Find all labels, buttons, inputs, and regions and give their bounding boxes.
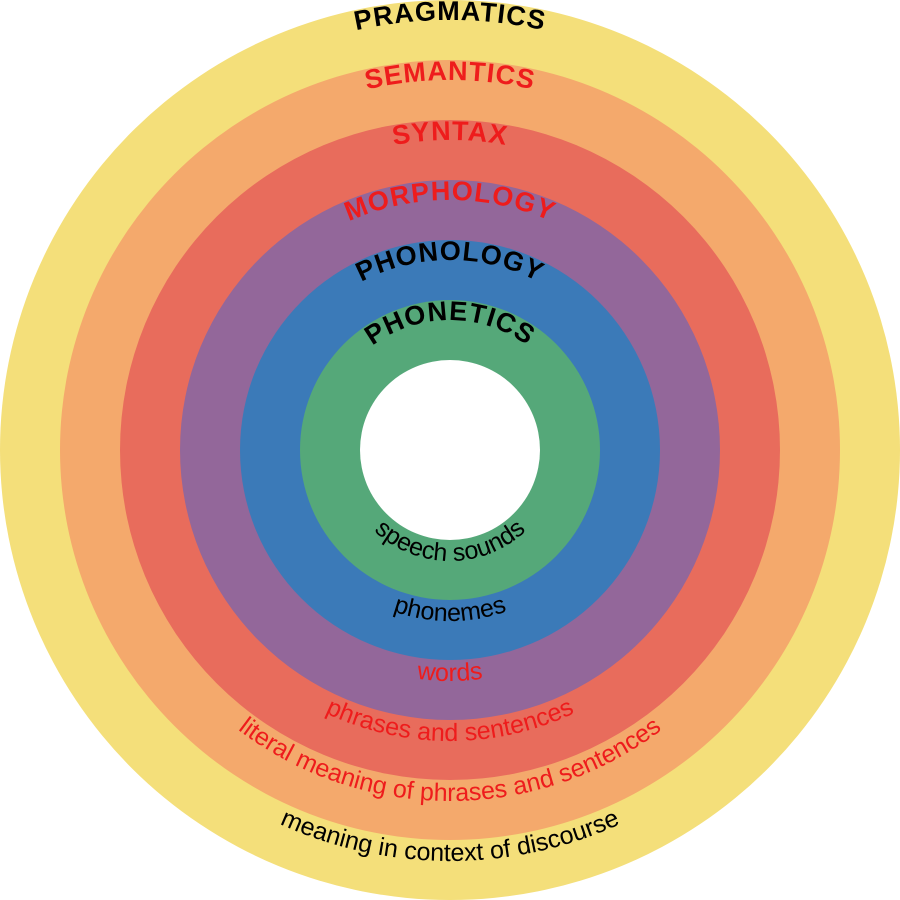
title-syntax: SYNTAX bbox=[390, 116, 510, 151]
center-hole bbox=[360, 360, 540, 540]
description-morphology: words bbox=[415, 657, 484, 687]
